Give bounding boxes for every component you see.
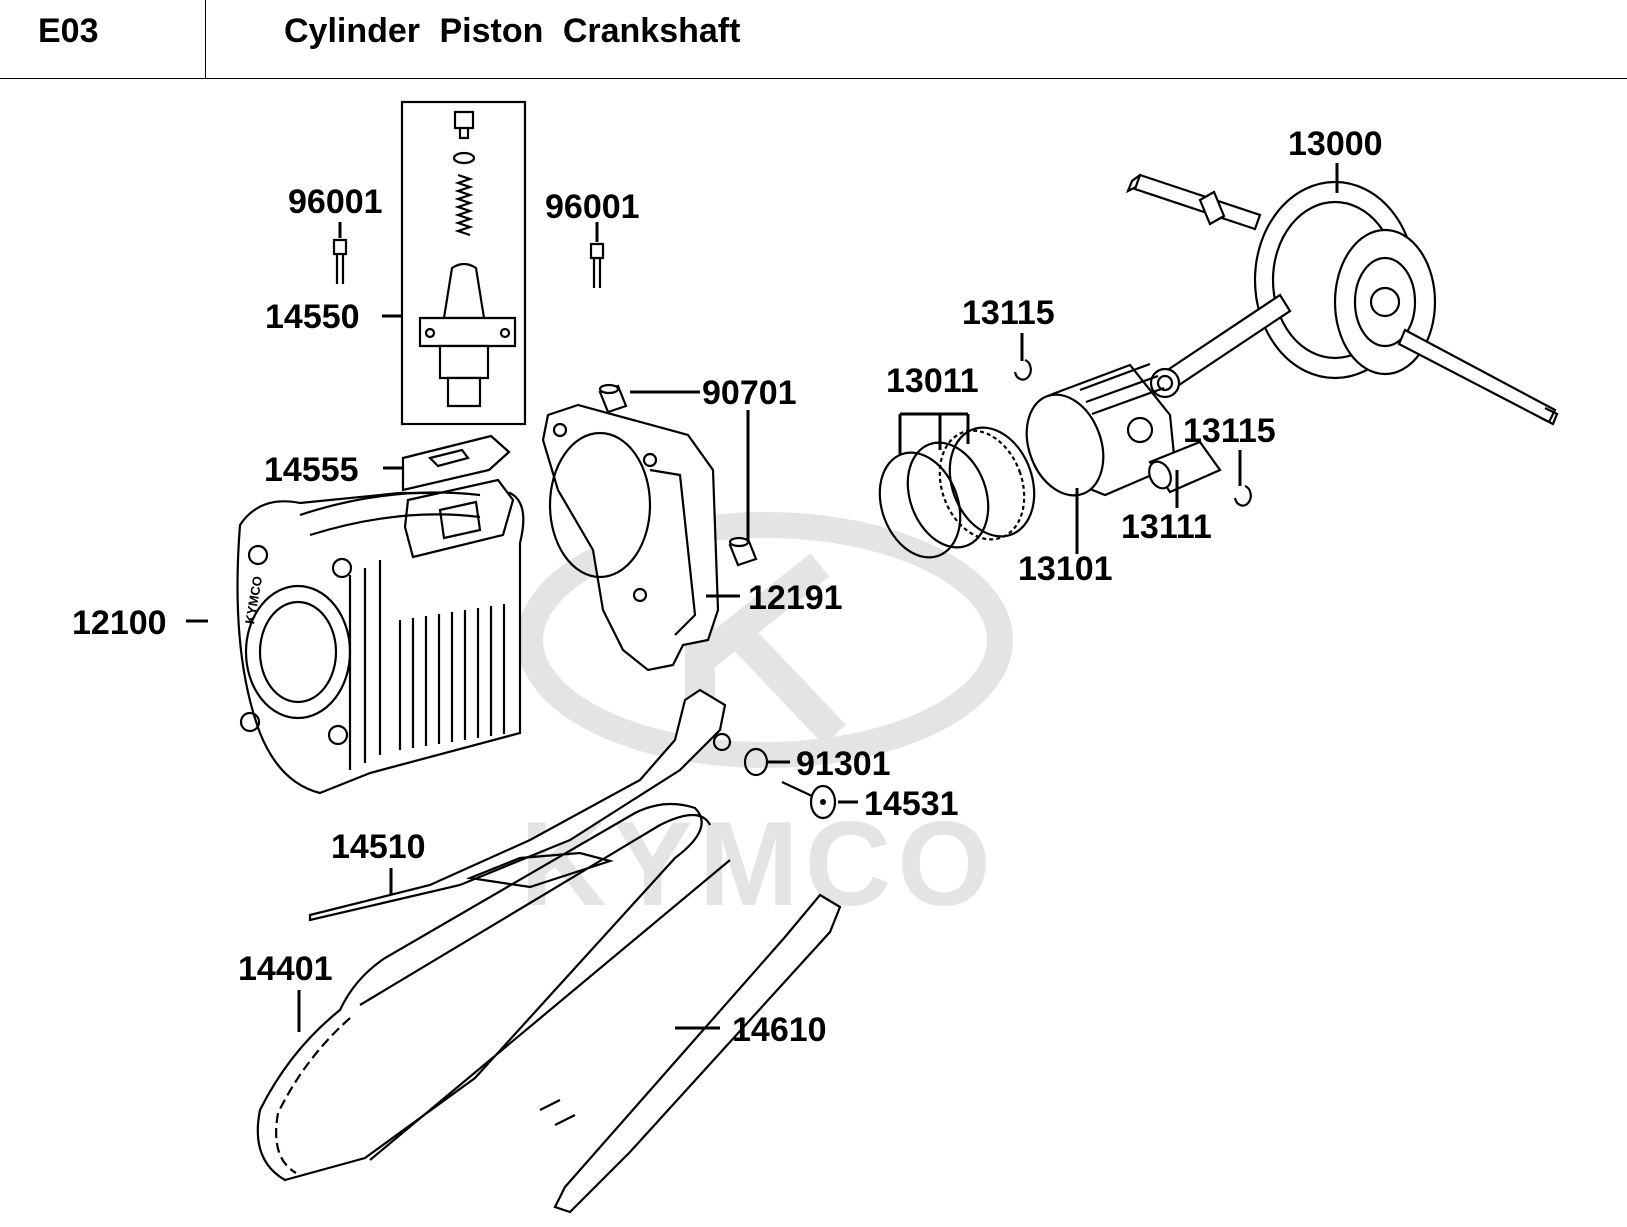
section-code: E03	[38, 12, 99, 50]
cam-chain	[256, 802, 731, 1182]
header-divider	[205, 0, 206, 78]
page-header: E03 Cylinder Piston Crankshaft	[0, 0, 1627, 79]
callout-label: 13111	[1121, 508, 1212, 546]
page-title: Cylinder Piston Crankshaft	[284, 12, 741, 50]
tensioner-gasket	[401, 434, 511, 492]
callout-label: 90701	[702, 374, 797, 412]
cylinder-gasket	[541, 403, 720, 672]
callout-label: 13101	[1018, 550, 1113, 588]
chain-guide	[539, 893, 842, 1214]
washer	[743, 747, 769, 777]
bolt-96001-left	[332, 238, 348, 284]
callout-label: 96001	[545, 188, 640, 226]
callout-label: 96001	[288, 183, 383, 221]
callout-label: 13011	[886, 362, 979, 400]
tensioner-assembly	[400, 100, 527, 426]
chain-tensioner-slipper	[308, 688, 732, 922]
callout-label: 14510	[331, 828, 426, 866]
callout-leaders	[186, 163, 1339, 1032]
callout-label: 14550	[265, 298, 360, 336]
callout-label: 91301	[796, 745, 891, 783]
callout-label: 14555	[264, 451, 359, 489]
dowel-pin-lower	[728, 536, 758, 567]
tensioner-pivot-bolt	[781, 781, 837, 820]
callout-label: 13115	[1183, 412, 1276, 450]
cylinder-block: KYMCO	[236, 478, 525, 795]
callout-label: 12191	[748, 579, 843, 617]
piston-ring-set	[878, 426, 1036, 559]
callout-label: 14401	[238, 950, 333, 988]
dowel-pin-upper	[598, 383, 628, 414]
crankshaft	[1125, 173, 1559, 426]
piston-pin	[1148, 440, 1222, 494]
circlip-upper	[1013, 358, 1032, 381]
callout-label: 12100	[72, 604, 167, 642]
callout-label: 14531	[864, 785, 959, 823]
callout-label: 13115	[962, 294, 1055, 332]
bolt-96001-right	[589, 242, 605, 288]
piston	[1025, 362, 1177, 497]
callout-label: 14610	[732, 1011, 827, 1049]
circlip-lower	[1233, 484, 1252, 507]
callout-label: 13000	[1288, 125, 1383, 163]
callout-labels: 96001 96001 14550 14555 12100 90701 1219…	[72, 125, 1383, 1049]
